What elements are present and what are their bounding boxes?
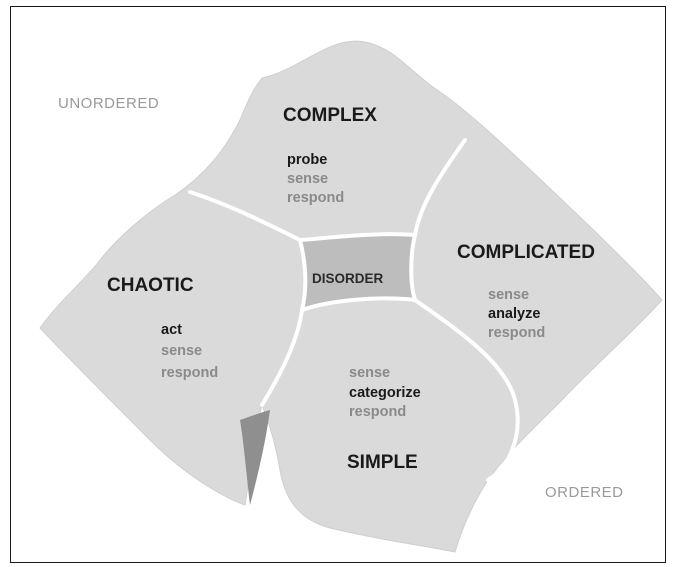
complicated-title: COMPLICATED [457,242,595,263]
simple-step-3: respond [349,404,406,420]
simple-step-2: categorize [349,385,421,401]
complex-step-3: respond [287,190,344,206]
unordered-label: UNORDERED [58,95,159,112]
complex-step-2: sense [287,171,328,187]
divider-disorder-bottom [300,296,417,312]
complicated-step-1: sense [488,287,529,303]
chaotic-step-2: sense [161,343,202,359]
complex-title: COMPLEX [283,105,377,126]
ordered-label: ORDERED [545,484,624,501]
chaotic-step-1: act [161,322,182,338]
divider-disorder-right [409,233,417,302]
divider-complex-complicated [413,138,467,237]
divider-chaotic-simple [260,308,304,407]
simple-step-1: sense [349,365,390,381]
divider-disorder-top [298,232,417,242]
complex-step-1: probe [287,152,327,168]
fold-shadow [240,410,270,505]
divider-complicated-simple [413,298,520,482]
complicated-step-3: respond [488,325,545,341]
divider-disorder-left [298,238,308,312]
domain-dividers [188,138,520,482]
chaotic-title: CHAOTIC [107,275,194,296]
complicated-step-2: analyze [488,306,540,322]
disorder-title: DISORDER [312,271,384,286]
chaotic-step-3: respond [161,365,218,381]
divider-complex-chaotic [188,190,302,242]
simple-title: SIMPLE [347,452,418,473]
disorder-region [300,234,415,310]
